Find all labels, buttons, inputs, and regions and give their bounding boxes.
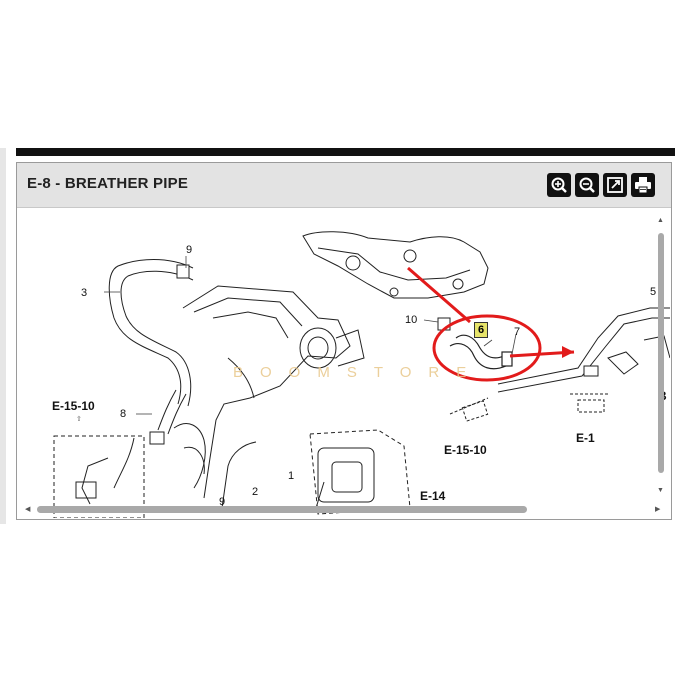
scroll-up-icon[interactable]: ▲: [657, 217, 664, 224]
scroll-left-icon[interactable]: ◀: [25, 506, 31, 513]
callout-2: 2: [252, 486, 259, 498]
panel-header: E-8 - BREATHER PIPE: [17, 163, 671, 208]
scroll-down-icon[interactable]: ▼: [657, 487, 664, 494]
diagram-panel: E-8 - BREATHER PIPE: [16, 162, 672, 520]
ref-e15-10-center[interactable]: E-15-10: [444, 443, 487, 457]
scroll-right-icon[interactable]: ▶: [655, 506, 661, 513]
ref-e14[interactable]: E-14: [420, 489, 446, 503]
clamp-9: [176, 264, 190, 279]
breather-hose-3: [108, 259, 194, 407]
left-divider: [0, 148, 6, 524]
fit-screen-button[interactable]: [603, 173, 627, 197]
callout-8: 8: [120, 408, 127, 420]
connector-assembly: [53, 435, 145, 518]
highlighted-part-callout[interactable]: 6: [474, 322, 488, 338]
leader-lines: [104, 256, 517, 415]
callout-3: 3: [81, 287, 88, 299]
callout-1: 1: [288, 470, 295, 482]
throttle-body: [309, 429, 411, 515]
watermark: BOOMSTORE: [233, 364, 484, 381]
ref-e15-10-left[interactable]: E-15-10: [52, 399, 95, 413]
vertical-scroll-thumb[interactable]: [658, 233, 664, 473]
print-icon: [635, 177, 651, 194]
zoom-out-icon: [579, 177, 595, 193]
breather-pipe: [497, 307, 670, 393]
callout-10: 10: [405, 314, 418, 326]
horizontal-scroll-thumb[interactable]: [37, 506, 527, 513]
highlighted-hose-6: [449, 334, 513, 370]
callout-7: 7: [514, 326, 521, 338]
hose-8: [149, 389, 187, 445]
callout-5: 5: [650, 286, 657, 298]
up-arrow-icon: ⇧: [76, 416, 82, 423]
zoom-out-button[interactable]: [575, 173, 599, 197]
fit-screen-icon: [607, 177, 623, 193]
red-highlight: [407, 266, 575, 382]
panel-title: E-8 - BREATHER PIPE: [27, 175, 189, 192]
vertical-scrollbar[interactable]: ▲ ▼: [657, 217, 665, 495]
top-bar: [16, 148, 675, 156]
callout-9-top: 9: [186, 244, 193, 256]
head-cover: [302, 231, 489, 299]
parts-diagram: [53, 231, 670, 518]
diagram-viewport[interactable]: 9 3 8 10 7 1 2 9 5 6 E-15-10 ⇧ E-15-10 E…: [18, 208, 670, 518]
zoom-in-button[interactable]: [547, 173, 571, 197]
part-e1: [570, 393, 610, 413]
zoom-in-icon: [551, 177, 567, 193]
intake-manifold: [173, 285, 365, 509]
ref-e1[interactable]: E-1: [576, 431, 595, 445]
part-e15-10-center: [449, 397, 489, 422]
print-button[interactable]: [631, 173, 655, 197]
callout-9-bottom: 9: [219, 496, 226, 508]
horizontal-scrollbar[interactable]: ◀ ▶: [25, 504, 660, 513]
